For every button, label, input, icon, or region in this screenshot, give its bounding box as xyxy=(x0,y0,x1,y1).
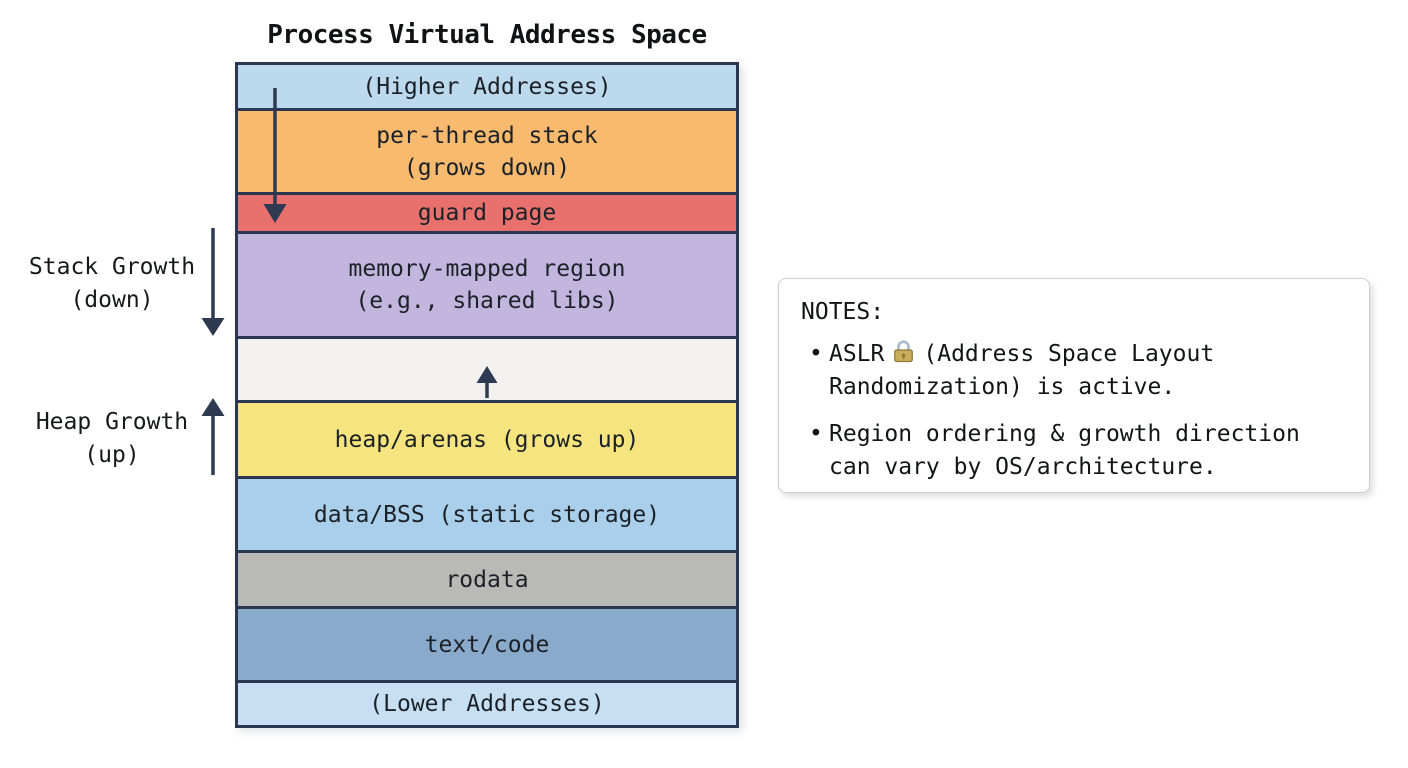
note-aslr-rest: (Address Space Layout xyxy=(923,341,1215,367)
note-region-ordering-text: Region ordering & growth direction can va… xyxy=(829,418,1349,484)
heap-growth-label: Heap Growth (up) xyxy=(16,406,208,472)
notes-title: NOTES: xyxy=(801,299,885,325)
note-aslr-prefix: ASLR xyxy=(829,341,885,367)
region-label: data/BSS (static storage) xyxy=(313,501,661,528)
page-title: Process Virtual Address Space xyxy=(267,20,707,50)
virtual-address-space-box: (Higher Addresses) per-thread stack (gro… xyxy=(235,62,739,728)
region-label: (Lower Addresses) xyxy=(369,691,605,717)
note-region-line2: can vary by OS/architecture. xyxy=(829,454,1217,480)
region-label: heap/arenas (grows up) xyxy=(334,426,640,453)
region-unmapped-gap xyxy=(238,336,736,400)
region-label: per-thread stack xyxy=(376,122,598,149)
region-lower-addresses: (Lower Addresses) xyxy=(238,680,736,725)
bullet-icon: • xyxy=(809,421,823,447)
region-label: guard page xyxy=(417,200,557,226)
region-label: (Higher Addresses) xyxy=(362,73,612,100)
region-label: (grows down) xyxy=(403,154,571,181)
region-higher-addresses: (Higher Addresses) xyxy=(238,65,736,108)
heap-growth-label-line2: (up) xyxy=(84,442,140,468)
heap-growth-label-line1: Heap Growth xyxy=(35,409,189,435)
region-label: rodata xyxy=(445,566,529,593)
region-label: (e.g., shared libs) xyxy=(355,288,619,314)
note-aslr-line2: Randomization) is active. xyxy=(829,374,1176,400)
region-heap-arenas: heap/arenas (grows up) xyxy=(238,400,736,476)
region-text-code: text/code xyxy=(238,606,736,680)
region-memory-mapped: memory-mapped region (e.g., shared libs) xyxy=(238,231,736,336)
lock-icon xyxy=(894,340,914,363)
note-region-line1: Region ordering & growth direction xyxy=(829,421,1300,447)
region-label: text/code xyxy=(424,631,550,658)
region-rodata: rodata xyxy=(238,550,736,606)
region-label: memory-mapped region xyxy=(348,256,626,282)
region-per-thread-stack: per-thread stack (grows down) xyxy=(238,108,736,192)
region-guard-page: guard page xyxy=(238,192,736,231)
note-region-ordering: • Region ordering & growth direction can … xyxy=(801,418,1349,484)
stack-growth-label: Stack Growth (down) xyxy=(16,251,208,317)
stack-growth-label-line1: Stack Growth xyxy=(28,254,196,280)
stack-growth-label-line2: (down) xyxy=(70,287,154,313)
bullet-icon: • xyxy=(809,341,823,367)
region-data-bss: data/BSS (static storage) xyxy=(238,476,736,550)
